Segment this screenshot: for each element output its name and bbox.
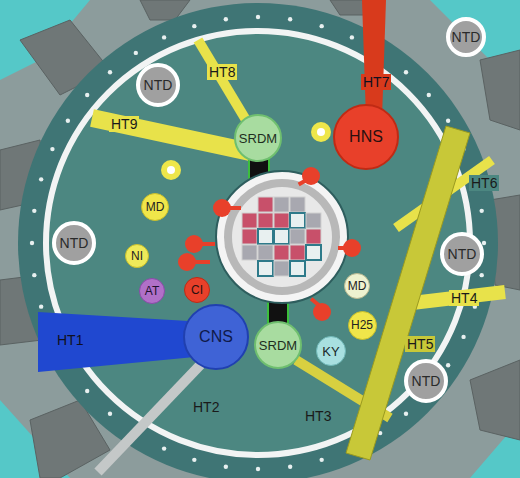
node-label: NTD (452, 30, 481, 44)
node-label: CI (191, 284, 203, 296)
pipe-label: HT1 (55, 332, 85, 348)
ntd-detector: NTD (52, 221, 96, 265)
node-label: NTD (60, 236, 89, 250)
srdm-drive: SRDM (254, 321, 302, 369)
ntd-detector: NTD (404, 359, 448, 403)
pipe-label: HT5 (405, 336, 435, 352)
md-detector: MD (344, 273, 370, 299)
pipe-label: HT6 (469, 175, 499, 191)
pipe-label: HT2 (191, 399, 221, 415)
node-label: MD (348, 280, 367, 292)
pipe-label: HT4 (449, 290, 479, 306)
h25-device: H25 (348, 311, 377, 340)
node-label: SRDM (259, 339, 297, 352)
at-device: AT (139, 278, 165, 304)
hns-source: HNS (333, 104, 399, 170)
ntd-detector: NTD (136, 63, 180, 107)
node-label: CNS (199, 329, 233, 345)
pipe-label: HT7 (361, 74, 391, 90)
ky-device: KY (316, 336, 346, 366)
node-label: SRDM (239, 132, 277, 145)
node-label: NI (131, 250, 143, 262)
node-label: AT (145, 285, 159, 297)
node-label: NTD (412, 374, 441, 388)
pipe-label: HT9 (109, 116, 139, 132)
srdm-drive: SRDM (234, 114, 282, 162)
node-label: MD (146, 201, 165, 213)
ntd-detector: NTD (446, 17, 486, 57)
pipe-label: HT3 (303, 408, 333, 424)
node-label: HNS (349, 129, 383, 145)
node-label: H25 (351, 319, 373, 331)
node-label: NTD (144, 78, 173, 92)
node-label: KY (322, 345, 339, 358)
ni-detector: NI (125, 244, 149, 268)
ci-chamber: CI (184, 277, 210, 303)
node-label: NTD (448, 247, 477, 261)
cns-source: CNS (183, 304, 249, 370)
ntd-detector: NTD (440, 232, 484, 276)
pipe-label: HT8 (207, 64, 237, 80)
md-detector: MD (141, 193, 169, 221)
